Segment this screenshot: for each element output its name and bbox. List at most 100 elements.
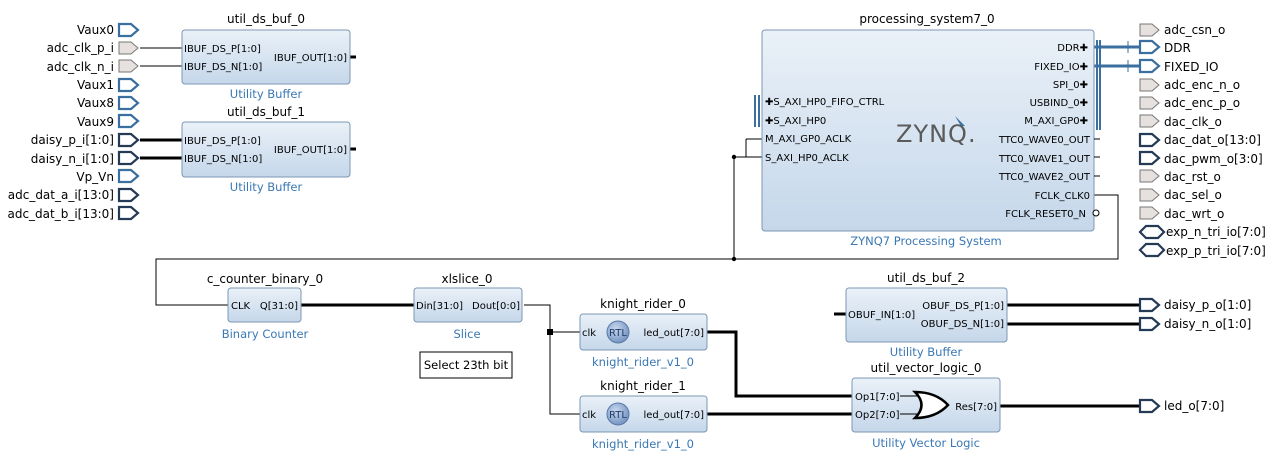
svg-text:daisy_n_i[1:0]: daisy_n_i[1:0] [31,152,114,166]
svg-text:RTL: RTL [609,410,627,421]
port-vp-vn[interactable]: Vp_Vn [76,168,140,184]
svg-text:knight_rider_v1_0: knight_rider_v1_0 [592,437,694,451]
port-dac-pwm-o[interactable]: dac_pwm_o[3:0] [1138,150,1263,166]
svg-text:M_AXI_GP0_ACLK: M_AXI_GP0_ACLK [765,134,852,145]
block-util-ds-buf-2[interactable]: util_ds_buf_2 OBUF_IN[1:0] OBUF_DS_P[1:0… [845,271,1008,359]
svg-text:xlslice_0: xlslice_0 [442,272,493,286]
svg-text:IBUF_DS_P[1:0]: IBUF_DS_P[1:0] [184,44,261,55]
ps7-pin-ddr: DDR✚ [1057,43,1088,54]
block-knight-rider-1[interactable]: knight_rider_1 clk RTL led_out[7:0] knig… [579,379,708,451]
port-dac-dat-o[interactable]: dac_dat_o[13:0] [1138,132,1261,148]
svg-text:led_out[7:0]: led_out[7:0] [643,328,704,339]
rtl-badge-icon [606,402,630,426]
port-daisy-n-o[interactable]: daisy_n_o[1:0] [1138,316,1251,332]
svg-text:dac_clk_o: dac_clk_o [1164,115,1222,129]
svg-text:led_out[7:0]: led_out[7:0] [643,410,704,421]
svg-text:CLK: CLK [231,301,251,312]
svg-text:processing_system7_0: processing_system7_0 [859,12,994,26]
port-adc-enc-n-o[interactable]: adc_enc_n_o [1139,78,1240,92]
port-adc-clk-p-i[interactable]: adc_clk_p_i [47,41,139,55]
port-ddr[interactable]: DDR [1138,39,1191,55]
zynq-logo: ZYNQ. [896,120,977,148]
port-exp-n-tri-io[interactable]: exp_n_tri_io[7:0] [1138,224,1266,240]
block-util-vector-logic-0[interactable]: util_vector_logic_0 Op1[7:0] Op2[7:0] Re… [851,361,1001,450]
port-vaux8[interactable]: Vaux8 [77,95,140,111]
svg-text:OBUF_DS_P[1:0]: OBUF_DS_P[1:0] [922,301,1004,312]
svg-text:FCLK_CLK0: FCLK_CLK0 [1035,191,1090,202]
ps7-pin-spi-0: SPI_0✚ [1053,80,1088,91]
block-util-ds-buf-1[interactable]: util_ds_buf_1 IBUF_DS_P[1:0] IBUF_DS_N[1… [181,105,351,194]
port-adc-csn-o[interactable]: adc_csn_o [1139,23,1225,37]
block-util-ds-buf-0[interactable]: util_ds_buf_0 IBUF_DS_P[1:0] IBUF_DS_N[1… [181,12,351,101]
svg-text:dac_dat_o[13:0]: dac_dat_o[13:0] [1164,133,1261,147]
svg-text:led_o[7:0]: led_o[7:0] [1164,399,1224,413]
svg-text:util_ds_buf_1: util_ds_buf_1 [227,105,305,119]
svg-text:RTL: RTL [609,328,627,339]
svg-text:Op1[7:0]: Op1[7:0] [855,392,900,403]
svg-text:S_AXI_HP0_ACLK: S_AXI_HP0_ACLK [765,153,849,164]
svg-text:Utility Buffer: Utility Buffer [230,180,303,194]
svg-text:Utility Buffer: Utility Buffer [230,87,303,101]
port-dac-sel-o[interactable]: dac_sel_o [1139,188,1222,202]
svg-text:OBUF_IN[1:0]: OBUF_IN[1:0] [848,310,915,321]
svg-text:daisy_p_o[1:0]: daisy_p_o[1:0] [1164,298,1251,312]
port-daisy-p-i[interactable]: daisy_p_i[1:0] [31,132,140,148]
ps7-pin-usbind-0: USBIND_0✚ [1030,98,1088,109]
svg-text:adc_enc_p_o: adc_enc_p_o [1164,96,1240,110]
port-adc-dat-a-i[interactable]: adc_dat_a_i[13:0] [8,187,140,203]
port-adc-enc-p-o[interactable]: adc_enc_p_o [1139,96,1240,110]
port-vaux0[interactable]: Vaux0 [77,22,140,38]
svg-text:Din[31:0]: Din[31:0] [416,301,463,312]
svg-text:util_vector_logic_0: util_vector_logic_0 [871,361,982,375]
svg-text:Vaux1: Vaux1 [77,78,114,92]
port-dac-wrt-o[interactable]: dac_wrt_o [1139,206,1224,221]
svg-text:dac_pwm_o[3:0]: dac_pwm_o[3:0] [1164,152,1263,166]
svg-text:exp_n_tri_io[7:0]: exp_n_tri_io[7:0] [1166,225,1266,239]
svg-text:Utility Vector Logic: Utility Vector Logic [872,436,980,450]
svg-text:IBUF_OUT[1:0]: IBUF_OUT[1:0] [274,53,347,64]
svg-text:knight_rider_1: knight_rider_1 [600,379,686,393]
comment-note[interactable]: Select 23th bit [419,351,513,379]
ps7-pin-fixed-io: FIXED_IO✚ [1034,62,1088,73]
block-knight-rider-0[interactable]: knight_rider_0 clk RTL led_out[7:0] knig… [579,297,708,369]
port-adc-clk-n-i[interactable]: adc_clk_n_i [47,59,139,74]
svg-text:IBUF_DS_P[1:0]: IBUF_DS_P[1:0] [184,136,261,147]
port-vaux9[interactable]: Vaux9 [77,113,140,129]
port-daisy-p-o[interactable]: daisy_p_o[1:0] [1138,297,1251,313]
svg-text:util_ds_buf_0: util_ds_buf_0 [227,12,305,26]
svg-text:dac_wrt_o: dac_wrt_o [1164,207,1224,221]
svg-text:TTC0_WAVE0_OUT: TTC0_WAVE0_OUT [998,135,1091,146]
svg-text:adc_dat_a_i[13:0]: adc_dat_a_i[13:0] [8,188,114,202]
port-vaux1[interactable]: Vaux1 [77,77,140,93]
svg-text:Op2[7:0]: Op2[7:0] [855,410,900,421]
svg-text:IBUF_DS_N[1:0]: IBUF_DS_N[1:0] [184,62,262,73]
left-ports: Vaux0 adc_clk_p_i adc_clk_n_i Vaux1 Vaux… [7,22,140,221]
svg-text:Vaux9: Vaux9 [77,115,114,129]
port-exp-p-tri-io[interactable]: exp_p_tri_io[7:0] [1138,242,1266,258]
svg-text:Select 23th bit: Select 23th bit [424,358,509,372]
block-xlslice-0[interactable]: xlslice_0 Din[31:0] Dout[0:0] Slice [413,272,523,341]
svg-text:IBUF_OUT[1:0]: IBUF_OUT[1:0] [274,145,347,156]
ps7-pin-s-axi-hp0-fifo-ctrl: ✚S_AXI_HP0_FIFO_CTRL [765,97,885,108]
svg-text:Vp_Vn: Vp_Vn [76,170,114,184]
port-dac-rst-o[interactable]: dac_rst_o [1139,169,1221,184]
svg-text:DDR: DDR [1164,41,1191,55]
svg-text:Res[7:0]: Res[7:0] [955,402,997,413]
port-led-o[interactable]: led_o[7:0] [1138,398,1224,414]
svg-text:Vaux8: Vaux8 [77,96,114,110]
port-dac-clk-o[interactable]: dac_clk_o [1139,114,1222,129]
svg-text:clk: clk [582,410,596,421]
block-processing-system7-0[interactable]: processing_system7_0 ✚S_AXI_HP0_FIFO_CTR… [754,12,1101,248]
block-c-counter-binary-0[interactable]: c_counter_binary_0 CLK Q[31:0] Binary Co… [207,272,323,341]
svg-text:dac_sel_o: dac_sel_o [1164,188,1222,202]
svg-text:adc_csn_o: adc_csn_o [1164,23,1225,37]
svg-text:FCLK_RESET0_N: FCLK_RESET0_N [1005,209,1086,220]
zynq-logo-mark [955,116,965,126]
port-fixed-io[interactable]: FIXED_IO [1138,58,1218,74]
svg-text:knight_rider_v1_0: knight_rider_v1_0 [592,355,694,369]
port-adc-dat-b-i[interactable]: adc_dat_b_i[13:0] [7,205,140,221]
port-daisy-n-i[interactable]: daisy_n_i[1:0] [31,150,140,166]
svg-text:util_ds_buf_2: util_ds_buf_2 [887,271,965,285]
